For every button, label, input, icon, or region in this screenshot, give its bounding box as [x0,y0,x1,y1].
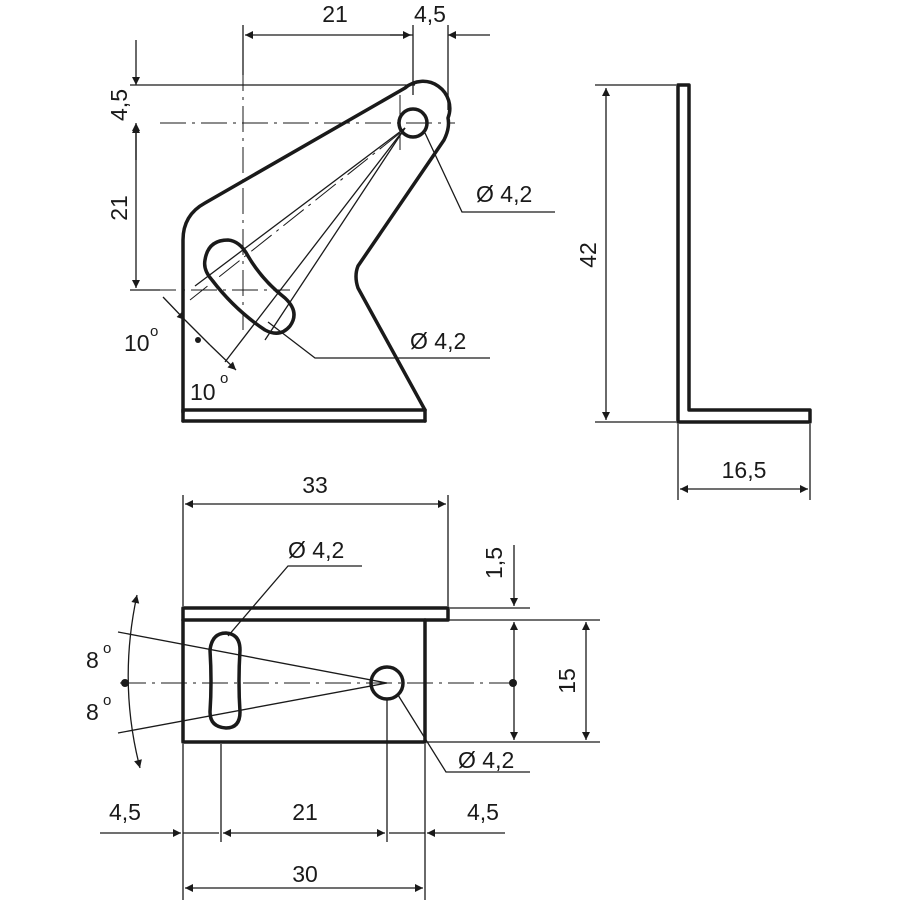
side-view-slot [202,238,296,335]
bottom-flange-label: 1,5 [481,547,507,579]
angle-upper-deg: o [150,323,158,340]
angle-arrow-upper [162,296,186,321]
bottom-leader-hole [397,694,530,773]
angle-lower-deg: o [220,370,228,387]
side-hole-diameter-label: Ø 4,2 [476,181,532,207]
side-slot-diameter-label: Ø 4,2 [410,328,466,354]
side-view-radial-3 [264,127,406,341]
bottom-slot-diameter-label: Ø 4,2 [288,537,344,563]
bottom-right-offset-label: 4,5 [467,799,499,825]
profile-height-label: 42 [575,242,601,268]
bottom-view-outline [181,606,450,744]
side-view-radial-2 [224,127,406,363]
bottom-depth-label: 15 [554,668,580,694]
bottom-view-slot [208,631,242,730]
bottom-leader-slot [227,565,362,637]
profile-view: 42 16,5 [575,83,812,500]
leader-hole [424,132,555,213]
angle-upper-label: 10 [124,330,150,356]
dim-left-top-label: 4,5 [106,89,132,121]
angle-lower-label: 10 [190,379,216,405]
profile-width-label: 16,5 [722,457,767,483]
bottom-view: 8 o 8 o 33 Ø 4,2 1,5 15 Ø 4,2 [86,472,600,900]
dim-top-right-label: 4,5 [414,1,446,27]
side-view: 21 4,5 4,5 21 Ø 4,2 Ø 4,2 10 o 10 o [106,1,555,423]
bottom-left-offset-label: 4,5 [109,799,141,825]
bottom-base-width-label: 30 [292,861,318,887]
side-view-outline [181,79,452,414]
bottom-angle-dot-left [121,679,129,687]
dim-left-height-label: 21 [106,195,132,221]
bottom-ray-lower [117,682,388,734]
bottom-angle-lower-deg: o [103,692,111,709]
bottom-ray-upper [117,631,388,684]
leader-slot [267,321,490,359]
bottom-hole-spacing-label: 21 [292,799,318,825]
angle-arc-line [184,319,211,346]
bottom-angle-arc [127,594,142,769]
angle-vertex-dot [195,337,201,343]
bottom-total-width-label: 33 [302,472,328,498]
side-view-radial-center [189,132,401,301]
angle-arrow-lower [209,344,237,371]
bottom-angle-upper-deg: o [103,640,111,657]
bottom-angle-lower-label: 8 [86,699,99,725]
bottom-hole-diameter-label: Ø 4,2 [458,747,514,773]
profile-outline [676,83,812,424]
dim-top-width-label: 21 [322,1,348,27]
side-view-radial-1 [194,127,406,287]
bottom-angle-upper-label: 8 [86,647,99,673]
bottom-dot-right [509,679,517,687]
